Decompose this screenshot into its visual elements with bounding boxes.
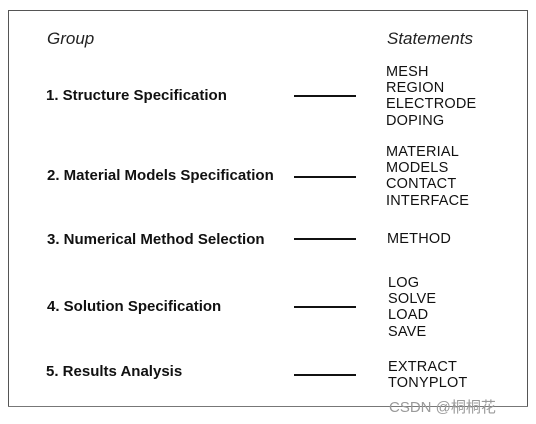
connector-line <box>294 306 356 308</box>
group-label: 3. Numerical Method Selection <box>47 231 265 248</box>
statement-list: METHOD <box>387 231 451 247</box>
statements-column-header: Statements <box>387 29 473 48</box>
statement-item: DOPING <box>386 112 445 129</box>
group-column-header: Group <box>47 29 95 48</box>
statement-list: LOG SOLVE LOAD SAVE <box>388 275 436 340</box>
statement-item: METHOD <box>387 231 452 247</box>
connector-line <box>294 238 356 240</box>
statement-item: EXTRACT <box>388 359 458 375</box>
statement-item: INTERFACE <box>386 192 470 209</box>
figure-frame <box>8 10 528 406</box>
group-label: 1. Structure Specification <box>46 87 227 104</box>
group-label: 4. Solution Specification <box>47 298 222 315</box>
statement-item: SAVE <box>388 323 427 340</box>
statement-item: MODELS <box>386 160 449 177</box>
statement-item: MESH <box>386 64 429 80</box>
statement-item: MATERIAL <box>386 144 460 160</box>
statement-item: REGION <box>386 80 445 97</box>
connector-line <box>294 95 356 97</box>
connector-line <box>294 374 356 376</box>
group-label: 2. Material Models Specification <box>47 167 274 184</box>
group-label: 5. Results Analysis <box>46 363 183 380</box>
statement-list: MATERIAL MODELS CONTACT INTERFACE <box>386 144 469 209</box>
statement-item: TONYPLOT <box>388 375 468 392</box>
statement-item: LOG <box>388 275 420 291</box>
connector-line <box>294 176 356 178</box>
statement-item: ELECTRODE <box>386 96 477 113</box>
watermark: CSDN @桐桐花 <box>389 399 496 416</box>
statement-list: MESH REGION ELECTRODE DOPING <box>386 64 476 129</box>
statement-item: LOAD <box>388 307 429 324</box>
statement-item: SOLVE <box>388 291 437 308</box>
statement-item: CONTACT <box>386 176 457 193</box>
frame-bottom-rule <box>8 406 528 407</box>
statement-list: EXTRACT TONYPLOT <box>388 359 468 391</box>
